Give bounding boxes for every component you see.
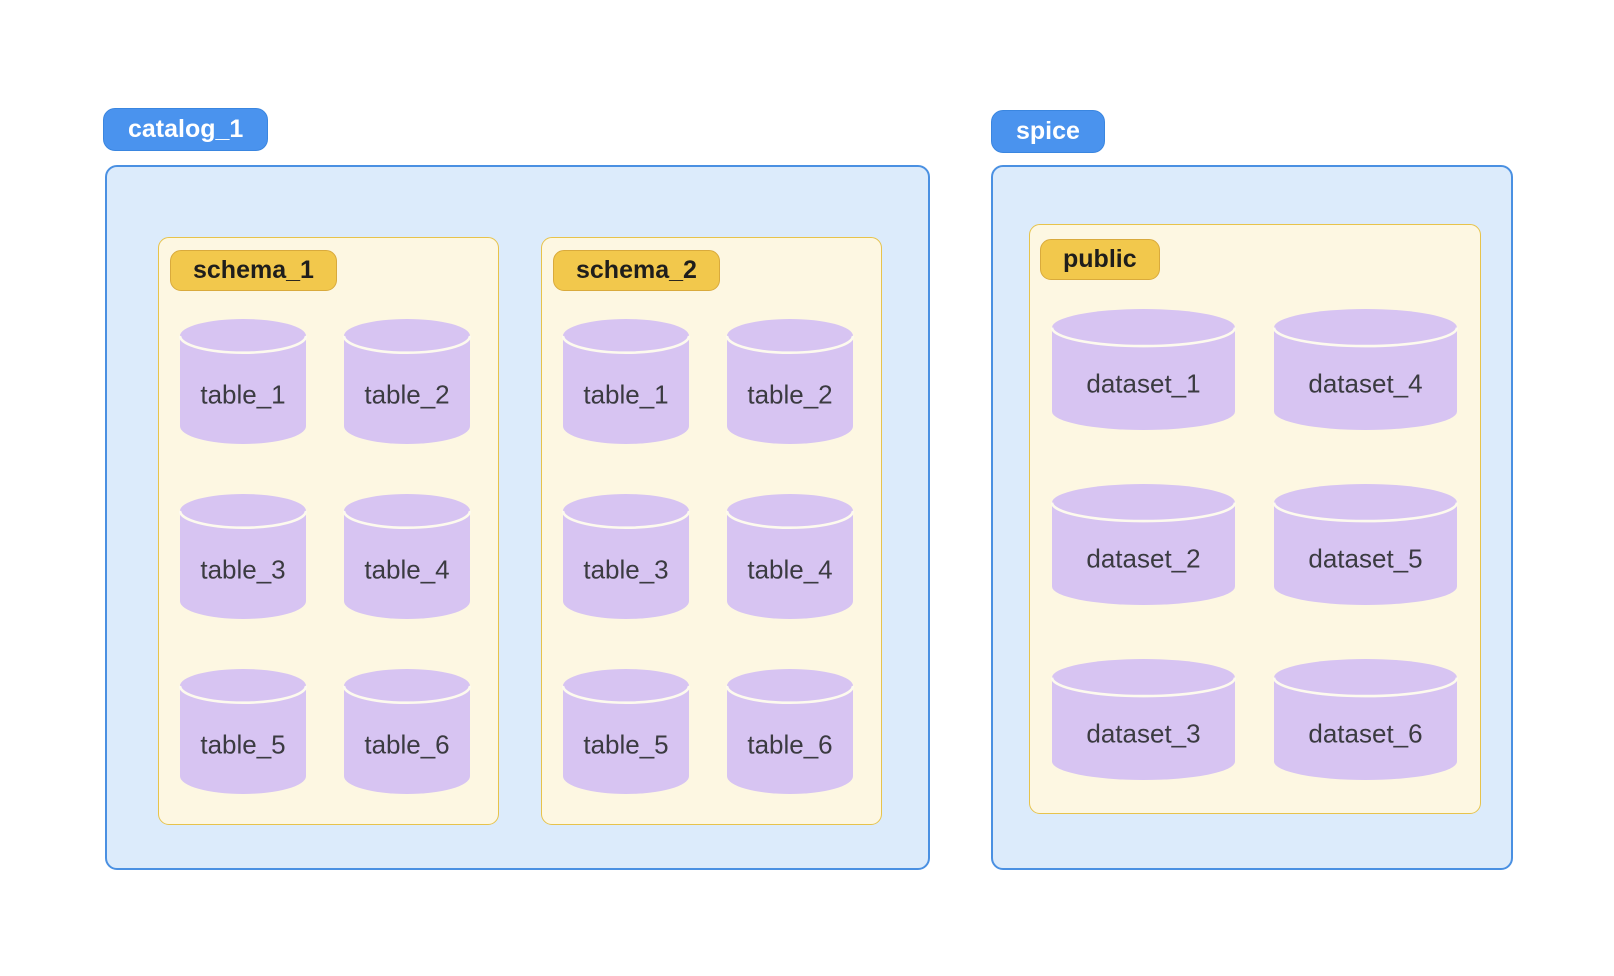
schema-2-tables-grid: table_1 table_2 table_ [562,318,854,795]
schema-1-badge: schema_1 [170,250,337,291]
dataset-label: dataset_4 [1308,368,1423,399]
database-cylinder-icon [1051,658,1236,781]
database-cylinder-icon [1273,308,1458,431]
dataset-label: dataset_2 [1086,543,1201,574]
public-datasets-grid: dataset_1 dataset_4 da [1051,308,1458,781]
table-label: table_4 [364,554,450,585]
schema-2-box: schema_2 table_1 table_2 [541,237,882,825]
public-schema-box: public dataset_1 [1029,224,1481,814]
table-label: table_1 [583,379,669,410]
schema-1-tables-grid: table_1 table_2 table_ [179,318,471,795]
table-cylinder: table_5 [179,668,307,795]
table-label: table_6 [364,729,450,760]
database-cylinder-icon [726,318,854,445]
database-cylinder-icon [1273,483,1458,606]
database-cylinder-icon [343,493,471,620]
table-label: table_2 [747,379,833,410]
dataset-cylinder: dataset_2 [1051,483,1236,606]
catalog-1-badge: catalog_1 [103,108,269,151]
table-cylinder: table_6 [726,668,854,795]
database-cylinder-icon [343,318,471,445]
dataset-cylinder: dataset_3 [1051,658,1236,781]
table-label: table_3 [200,554,286,585]
database-cylinder-icon [179,493,307,620]
database-cylinder-icon [179,668,307,795]
database-cylinder-icon [179,318,307,445]
table-label: table_5 [583,729,669,760]
schema-2-badge: schema_2 [553,250,720,291]
database-cylinder-icon [562,668,690,795]
table-label: table_5 [200,729,286,760]
dataset-label: dataset_6 [1308,718,1423,749]
table-label: table_1 [200,379,286,410]
table-label: table_6 [747,729,833,760]
catalog-1-container: schema_1 table_1 table_2 [105,165,930,870]
table-cylinder: table_2 [726,318,854,445]
public-badge: public [1040,239,1160,280]
dataset-cylinder: dataset_1 [1051,308,1236,431]
table-cylinder: table_1 [179,318,307,445]
table-cylinder: table_3 [179,493,307,620]
schema-1-box: schema_1 table_1 table_2 [158,237,499,825]
database-cylinder-icon [1273,658,1458,781]
dataset-label: dataset_5 [1308,543,1423,574]
table-cylinder: table_4 [726,493,854,620]
table-cylinder: table_4 [343,493,471,620]
dataset-cylinder: dataset_6 [1273,658,1458,781]
table-cylinder: table_1 [562,318,690,445]
database-cylinder-icon [343,668,471,795]
database-cylinder-icon [562,318,690,445]
database-cylinder-icon [1051,308,1236,431]
database-cylinder-icon [1051,483,1236,606]
table-cylinder: table_2 [343,318,471,445]
database-cylinder-icon [726,493,854,620]
database-cylinder-icon [562,493,690,620]
table-label: table_3 [583,554,669,585]
spice-container: public dataset_1 [991,165,1513,870]
table-cylinder: table_5 [562,668,690,795]
dataset-label: dataset_3 [1086,718,1201,749]
database-cylinder-icon [726,668,854,795]
dataset-cylinder: dataset_4 [1273,308,1458,431]
spice-badge: spice [991,110,1105,153]
table-cylinder: table_6 [343,668,471,795]
table-label: table_4 [747,554,833,585]
table-cylinder: table_3 [562,493,690,620]
dataset-label: dataset_1 [1086,368,1201,399]
dataset-cylinder: dataset_5 [1273,483,1458,606]
table-label: table_2 [364,379,450,410]
